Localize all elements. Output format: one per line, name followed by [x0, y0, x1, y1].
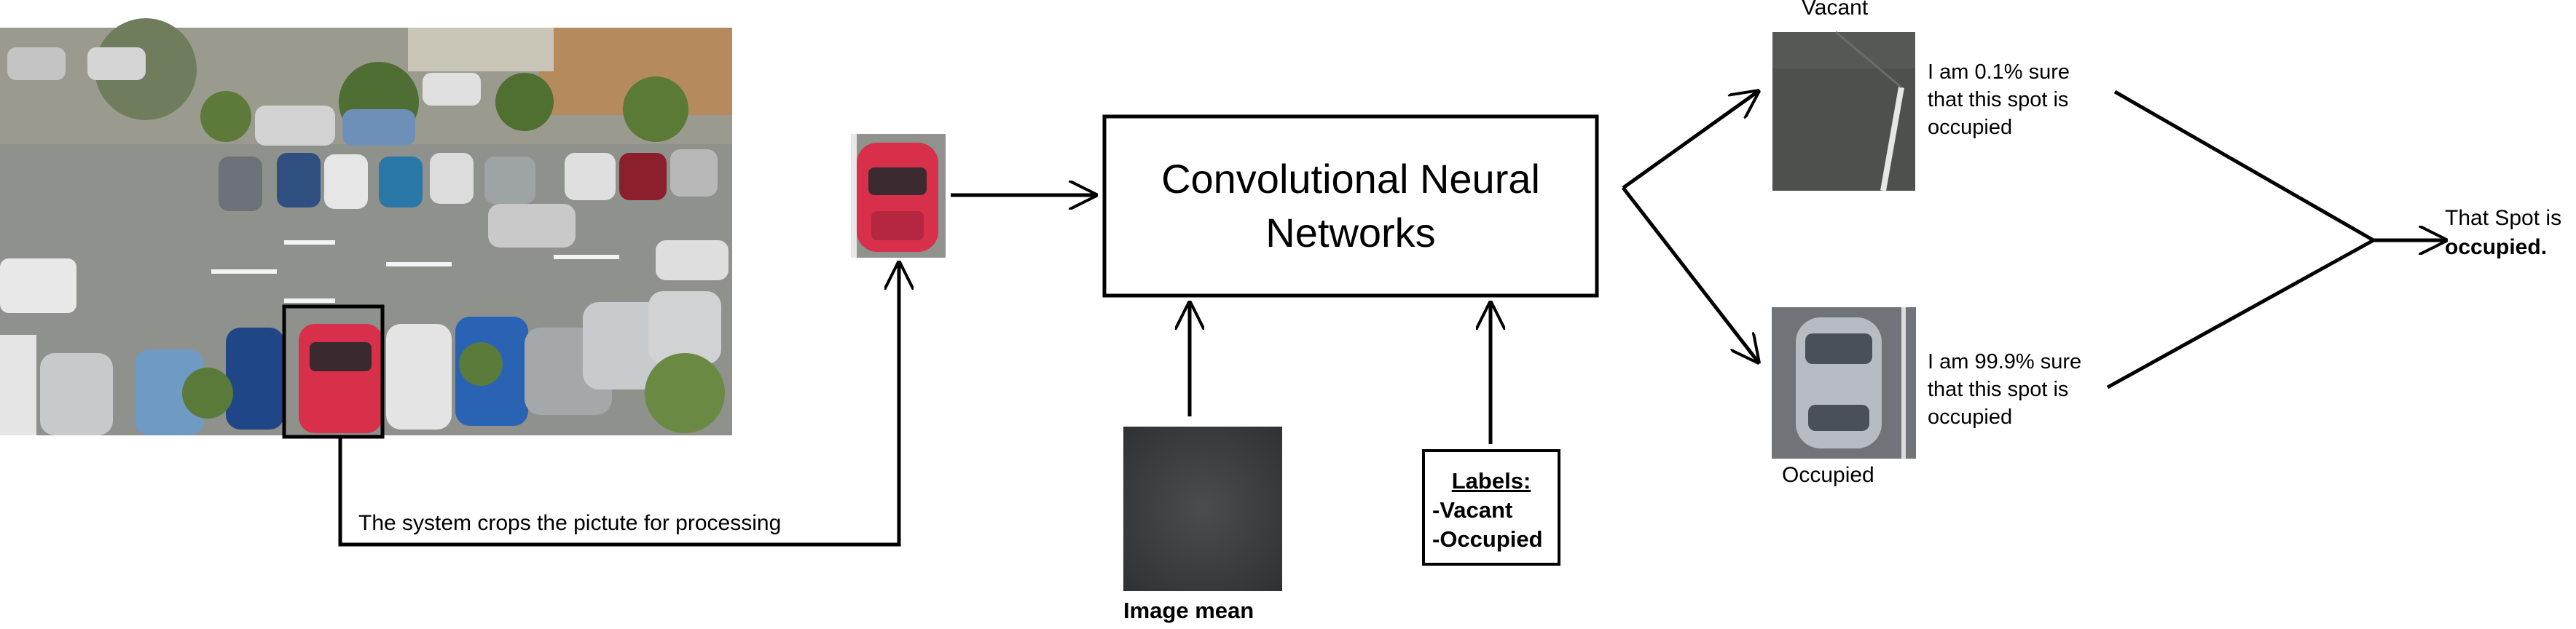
crop-caption: The system crops the pictute for process… — [358, 511, 782, 535]
occupied-spot-image — [1772, 307, 1916, 459]
occupied-confidence-text: I am 99.9% sure that this spot is occupi… — [1928, 348, 2081, 431]
cnn-title-line1: Convolutional Neural — [1161, 156, 1540, 202]
cnn-to-occupied-arrow — [1622, 186, 1759, 363]
connector-lines — [338, 90, 2446, 547]
cnn-title: Convolutional Neural Networks — [1103, 115, 1598, 297]
cropped-car-image — [851, 134, 946, 258]
parking-lot-photo — [0, 18, 732, 435]
occupied-text-line2: that this spot is — [1928, 378, 2069, 401]
crop-highlight-box — [282, 304, 385, 439]
crop-arrow — [338, 262, 899, 547]
cnn-box — [1102, 114, 1599, 298]
result-line2: occupied. — [2445, 235, 2548, 259]
result-text: That Spot is occupied. — [2445, 204, 2561, 262]
image-mean-label: Image mean — [1123, 598, 1254, 623]
image-mean-picture — [1123, 427, 1282, 591]
occupied-text-line3: occupied — [1928, 406, 2013, 429]
cnn-to-vacant-arrow — [1622, 91, 1759, 190]
parked-cars-bottom-row — [0, 291, 725, 435]
labels-heading: Labels: — [1451, 468, 1531, 494]
vacant-merge-line — [2113, 90, 2375, 242]
occupied-label: Occupied — [1782, 463, 1874, 487]
occupied-text-line1: I am 99.9% sure — [1928, 350, 2082, 373]
labels-item-occupied: -Occupied — [1432, 526, 1543, 552]
parked-cars-top-row — [7, 47, 729, 280]
result-line1: That Spot is — [2445, 206, 2562, 230]
cnn-title-line2: Networks — [1265, 210, 1436, 256]
vacant-confidence-text: I am 0.1% sure that this spot is occupie… — [1928, 58, 2070, 141]
labels-item-vacant: -Vacant — [1432, 497, 1513, 523]
vacant-text-line3: occupied — [1928, 116, 2013, 139]
vacant-text-line1: I am 0.1% sure — [1928, 60, 2070, 84]
vacant-text-line2: that this spot is — [1928, 88, 2069, 111]
vacant-spot-image — [1772, 31, 1915, 191]
labels-box: Labels: -Vacant -Occupied — [1422, 449, 1560, 566]
vacant-label: Vacant — [1802, 0, 1869, 20]
occupied-merge-line — [2106, 238, 2375, 389]
